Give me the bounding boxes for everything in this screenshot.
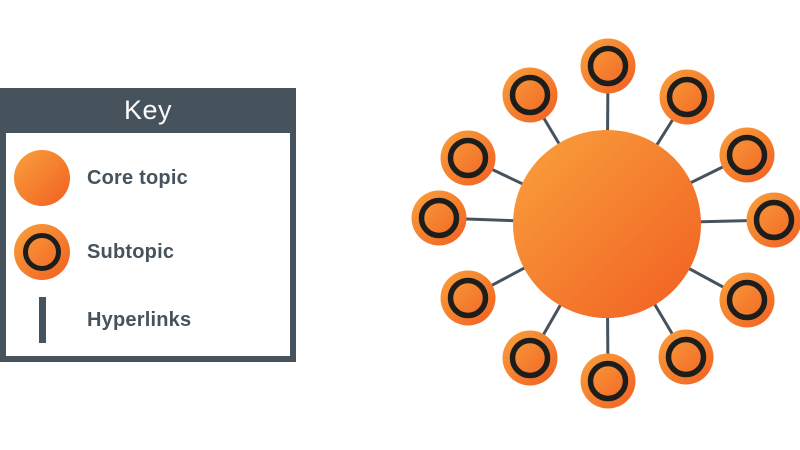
subtopic-node (411, 190, 467, 246)
subtopic-node (658, 329, 714, 385)
subtopic-node (440, 270, 496, 326)
subtopic-node (502, 67, 558, 123)
key-item-label-core-topic: Core topic (87, 167, 188, 189)
subtopic-node (659, 69, 715, 125)
subtopic-node (719, 272, 775, 328)
key-item-label-subtopic: Subtopic (87, 241, 175, 263)
subtopic-node (502, 330, 558, 386)
key-legend: Key Core topic Subtopic Hyperlinks (0, 88, 296, 362)
key-title: Key (123, 95, 173, 125)
subtopic-ring-icon (22, 232, 61, 271)
subtopic-node (580, 353, 636, 409)
subtopic-node (746, 192, 800, 248)
subtopic-node (580, 38, 636, 94)
core-topic-icon (14, 150, 70, 206)
subtopic-icon (14, 224, 70, 280)
hyperlink-icon (39, 297, 46, 343)
core-topic-circle (513, 130, 701, 318)
subtopic-node (440, 130, 496, 186)
key-item-label-hyperlinks: Hyperlinks (87, 309, 192, 331)
key-header: Key (0, 88, 296, 133)
subtopic-node (719, 127, 775, 183)
